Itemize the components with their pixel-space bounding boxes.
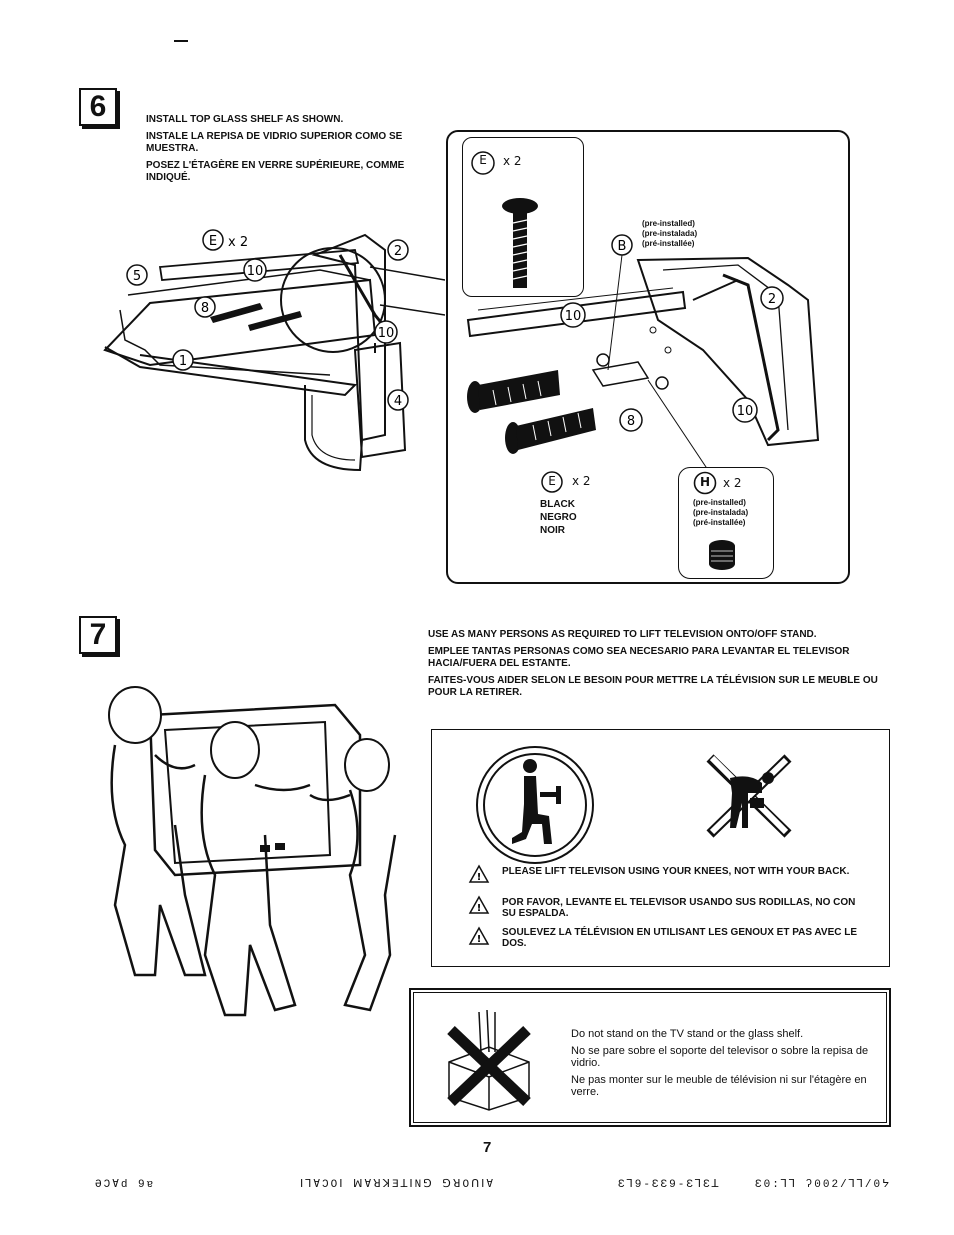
preinstalled-fr: (pré-installée) (642, 239, 695, 248)
svg-text:!: ! (477, 934, 482, 945)
detail-callout-2: 2 (768, 292, 776, 307)
callout-1: 1 (179, 354, 187, 369)
callout-b: B (618, 239, 627, 254)
callout-10b: 10 (378, 326, 395, 341)
danger-es: No se pare sobre el soporte del televiso… (571, 1045, 869, 1069)
preinstalled-es: (pre-instalada) (642, 229, 698, 238)
step-7-instructions: USE AS MANY PERSONS AS REQUIRED TO LIFT … (428, 629, 888, 704)
nut-h-illustration (709, 540, 735, 570)
step-7-number: 7 (79, 616, 117, 654)
step-6-instructions: INSTALL TOP GLASS SHELF AS SHOWN. INSTAL… (146, 114, 416, 189)
step-6-assembly-diagram: E x 2 5 10 8 1 2 10 4 (103, 229, 445, 472)
danger-en: Do not stand on the TV stand or the glas… (571, 1028, 804, 1040)
callout-10a: 10 (247, 264, 264, 279)
svg-text:!: ! (477, 903, 482, 914)
footer-left: ƏƆⱯd 9ɐ (95, 1179, 156, 1191)
detail-callout-10b: 10 (737, 404, 754, 419)
detail-bottom-hw-count: x 2 (572, 474, 591, 488)
detail-bottom-hw-letter: E (548, 474, 556, 488)
warning-es: POR FAVOR, LEVANTE EL TELEVISOR USANDO S… (502, 897, 856, 919)
detail-h-count: x 2 (723, 476, 742, 490)
screw-e-illustration (471, 151, 538, 288)
detail-top-hw-letter: E (479, 153, 487, 167)
step7-instruction-en: USE AS MANY PERSONS AS REQUIRED TO LIFT … (428, 629, 817, 640)
screw-upper (467, 370, 560, 413)
step7-instruction-es: EMPLEE TANTAS PERSONAS COMO SEA NECESARI… (428, 646, 850, 669)
page-number: 7 (483, 1139, 492, 1156)
hardware-count: x 2 (228, 235, 248, 250)
step7-instruction-fr: FAITES-VOUS AIDER SELON LE BESOIN POUR M… (428, 675, 878, 698)
no-standing-warning-box: Do not stand on the TV stand or the glas… (409, 988, 891, 1127)
color-en: BLACK (540, 499, 575, 510)
detail-h-letter: H (699, 475, 711, 489)
detail-h-inset: H x 2 (pre-installed) (pre-instalada) (p… (678, 467, 774, 579)
detail-callout-10a: 10 (565, 309, 582, 324)
svg-text:!: ! (477, 872, 482, 883)
lift-with-knees-icon (476, 746, 594, 864)
danger-fr: Ne pas monter sur le meuble de télévisio… (571, 1074, 867, 1098)
warning-en: PLEASE LIFT TELEVISON USING YOUR KNEES, … (502, 866, 850, 877)
preinstalled-en: (pre-installed) (642, 219, 695, 228)
letter-h-circle (693, 471, 717, 495)
detail-preinstalled-labels: (pre-installed) (pre-instalada) (pré-ins… (642, 219, 697, 249)
callout-4: 4 (394, 394, 402, 409)
lift-warning-box: ! PLEASE LIFT TELEVISON USING YOUR KNEES… (431, 729, 890, 967)
footer-right-time: Ɛ0:ꞀꞀ ʔ002/ꞀꞀ/0ᔭ (755, 1179, 892, 1191)
no-lift-with-back-icon (706, 754, 792, 838)
color-es: NEGRO (540, 512, 577, 523)
detail-top-hw-count: x 2 (503, 154, 522, 168)
warning-triangle-icon: ! (468, 864, 490, 883)
hardware-letter-e: E (209, 234, 217, 249)
warning-triangle-icon: ! (468, 926, 490, 945)
no-standing-icon (447, 1009, 531, 1111)
people-lifting-tv-illustration (108, 686, 397, 1017)
step-6-detail-box (446, 130, 850, 584)
footer-right-code: ƐꞀ9-ƐƐ9-ƐꞀƐꓕ (618, 1179, 721, 1191)
h-preinstalled-fr: (pré-installée) (693, 518, 746, 527)
warning-fr: SOULEVEZ LA TÉLÉVISION EN UTILISANT LES … (502, 927, 858, 949)
letter-e-circle (541, 471, 563, 493)
callout-2: 2 (394, 244, 402, 259)
h-preinstalled-es: (pre-instalada) (693, 508, 749, 517)
color-fr: NOIR (540, 525, 565, 536)
detail-hardware-inset: E x 2 (462, 137, 584, 297)
step-6-number: 6 (79, 88, 117, 126)
detail-bracket-illustration: B 10 2 10 8 (466, 234, 820, 470)
footer-middle: ⅠꞀⱯƆOⅠ ꟽⱯꓤꓘƎꓕⅠNꓨ ⅁ꓤOꓵⅠ∀ (300, 1179, 495, 1191)
warning-triangle-icon: ! (468, 895, 490, 914)
instruction-en: INSTALL TOP GLASS SHELF AS SHOWN. (146, 114, 344, 125)
callout-5: 5 (133, 269, 141, 284)
instruction-fr: POSEZ L'ÉTAGÈRE EN VERRE SUPÉRIEURE, COM… (146, 160, 405, 183)
color-labels: BLACK NEGRO NOIR (540, 498, 577, 537)
h-preinstalled-labels: (pre-installed) (pre-instalada) (pré-ins… (693, 498, 748, 528)
top-mark (174, 40, 188, 42)
h-preinstalled-en: (pre-installed) (693, 498, 746, 507)
instruction-es: INSTALE LA REPISA DE VIDRIO SUPERIOR COM… (146, 131, 403, 154)
callout-8: 8 (201, 301, 209, 316)
detail-callout-8: 8 (627, 414, 635, 429)
